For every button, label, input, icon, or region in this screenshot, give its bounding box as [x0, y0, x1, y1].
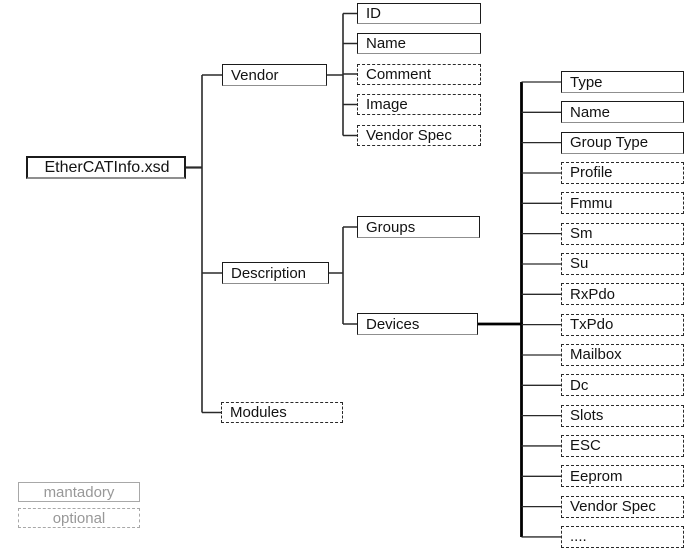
legend-mandatory-box: mantadory: [18, 482, 140, 502]
tree-node-name: Name: [561, 101, 684, 124]
tree-node-vendor: Vendor: [222, 64, 327, 86]
tree-node-slots: Slots: [561, 404, 684, 427]
tree-node-comment: Comment: [357, 63, 481, 85]
tree-node-sm: Sm: [561, 222, 684, 245]
tree-node-fmmu: Fmmu: [561, 192, 684, 215]
tree-node-devices: Devices: [357, 313, 478, 335]
legend-optional-box: optional: [18, 508, 140, 528]
tree-node-ethercatinfo-xsd: EtherCATInfo.xsd: [26, 156, 186, 179]
tree-node-: ....: [561, 525, 684, 548]
tree-node-description: Description: [222, 262, 329, 284]
tree-node-txpdo: TxPdo: [561, 313, 684, 336]
tree-node-esc: ESC: [561, 434, 684, 457]
tree-node-type: Type: [561, 71, 684, 93]
tree-node-mailbox: Mailbox: [561, 343, 684, 366]
tree-node-groups: Groups: [357, 216, 480, 238]
tree-node-dc: Dc: [561, 374, 684, 397]
tree-node-vendor-spec: Vendor Spec: [561, 495, 684, 518]
tree-node-image: Image: [357, 94, 481, 115]
tree-node-su: Su: [561, 252, 684, 275]
tree-node-rxpdo: RxPdo: [561, 283, 684, 306]
tree-node-profile: Profile: [561, 161, 684, 184]
tree-node-eeprom: Eeprom: [561, 465, 684, 488]
tree-node-name: Name: [357, 33, 481, 54]
tree-node-vendor-spec: Vendor Spec: [357, 125, 481, 146]
tree-node-group-type: Group Type: [561, 131, 684, 154]
tree-node-id: ID: [357, 3, 481, 24]
tree-node-modules: Modules: [221, 402, 343, 423]
